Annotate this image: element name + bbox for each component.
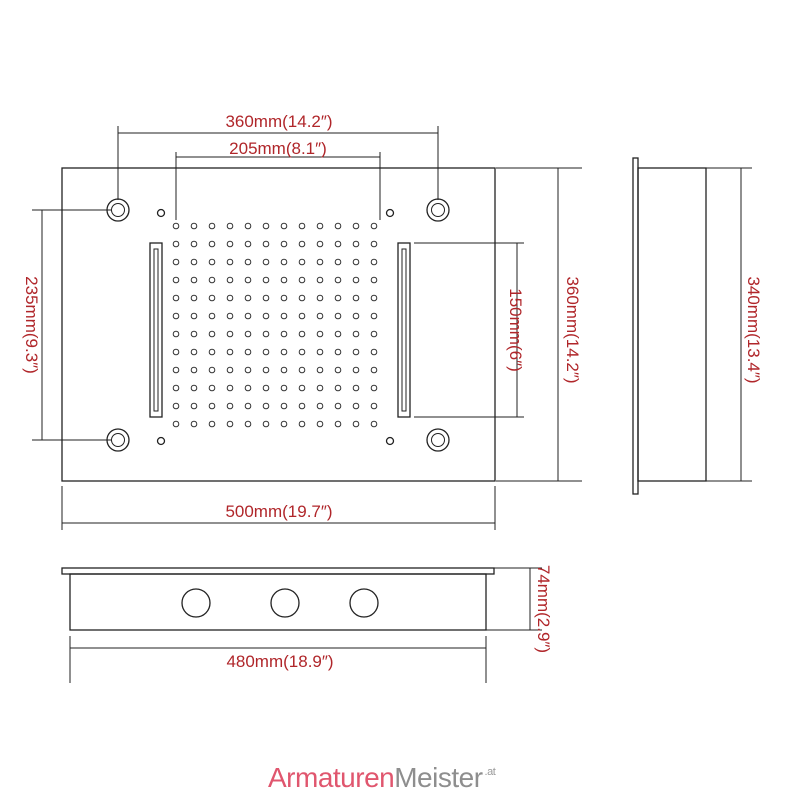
dim-label-housing-height: 340mm(13.4″) bbox=[744, 276, 763, 383]
side-housing bbox=[637, 167, 707, 482]
dim-label-mount-spacing-vertical: 235mm(9.3″) bbox=[22, 276, 41, 374]
dim-label-panel-height: 360mm(14.2″) bbox=[563, 276, 582, 383]
side-view bbox=[632, 157, 752, 495]
light-strip-left bbox=[149, 242, 163, 418]
bottom-view bbox=[61, 567, 542, 683]
dim-label-depth: 74mm(2.9″) bbox=[534, 565, 553, 653]
brand-logo-part2: Meister bbox=[394, 762, 483, 793]
side-faceplate bbox=[632, 157, 639, 495]
dim-label-light-strip-length: 150mm(6″) bbox=[506, 288, 525, 371]
port-2 bbox=[270, 588, 300, 618]
bottom-housing bbox=[69, 573, 487, 631]
small-hole bbox=[156, 208, 166, 218]
light-strip-right bbox=[397, 242, 411, 418]
small-hole bbox=[156, 436, 166, 446]
front-view bbox=[61, 167, 496, 482]
mount-hole-bottom-right bbox=[426, 428, 450, 452]
nozzle-grid bbox=[167, 217, 383, 433]
front-panel-outline bbox=[61, 167, 496, 482]
bottom-faceplate bbox=[61, 567, 495, 575]
port-1 bbox=[181, 588, 211, 618]
small-hole bbox=[385, 436, 395, 446]
dim-label-panel-width: 500mm(19.7″) bbox=[225, 502, 332, 521]
brand-logo-part1: Armaturen bbox=[268, 762, 395, 793]
dim-label-nozzle-spacing-horizontal: 205mm(8.1″) bbox=[229, 139, 327, 158]
dimension-lines-front bbox=[32, 126, 582, 530]
port-3 bbox=[349, 588, 379, 618]
dim-label-mount-spacing-horizontal: 360mm(14.2″) bbox=[225, 112, 332, 131]
dim-label-housing-width: 480mm(18.9″) bbox=[226, 652, 333, 671]
brand-logo-suffix: .at bbox=[484, 766, 496, 778]
brand-logo: ArmaturenMeister.at bbox=[268, 762, 496, 794]
mount-hole-top-right bbox=[426, 198, 450, 222]
small-hole bbox=[385, 208, 395, 218]
